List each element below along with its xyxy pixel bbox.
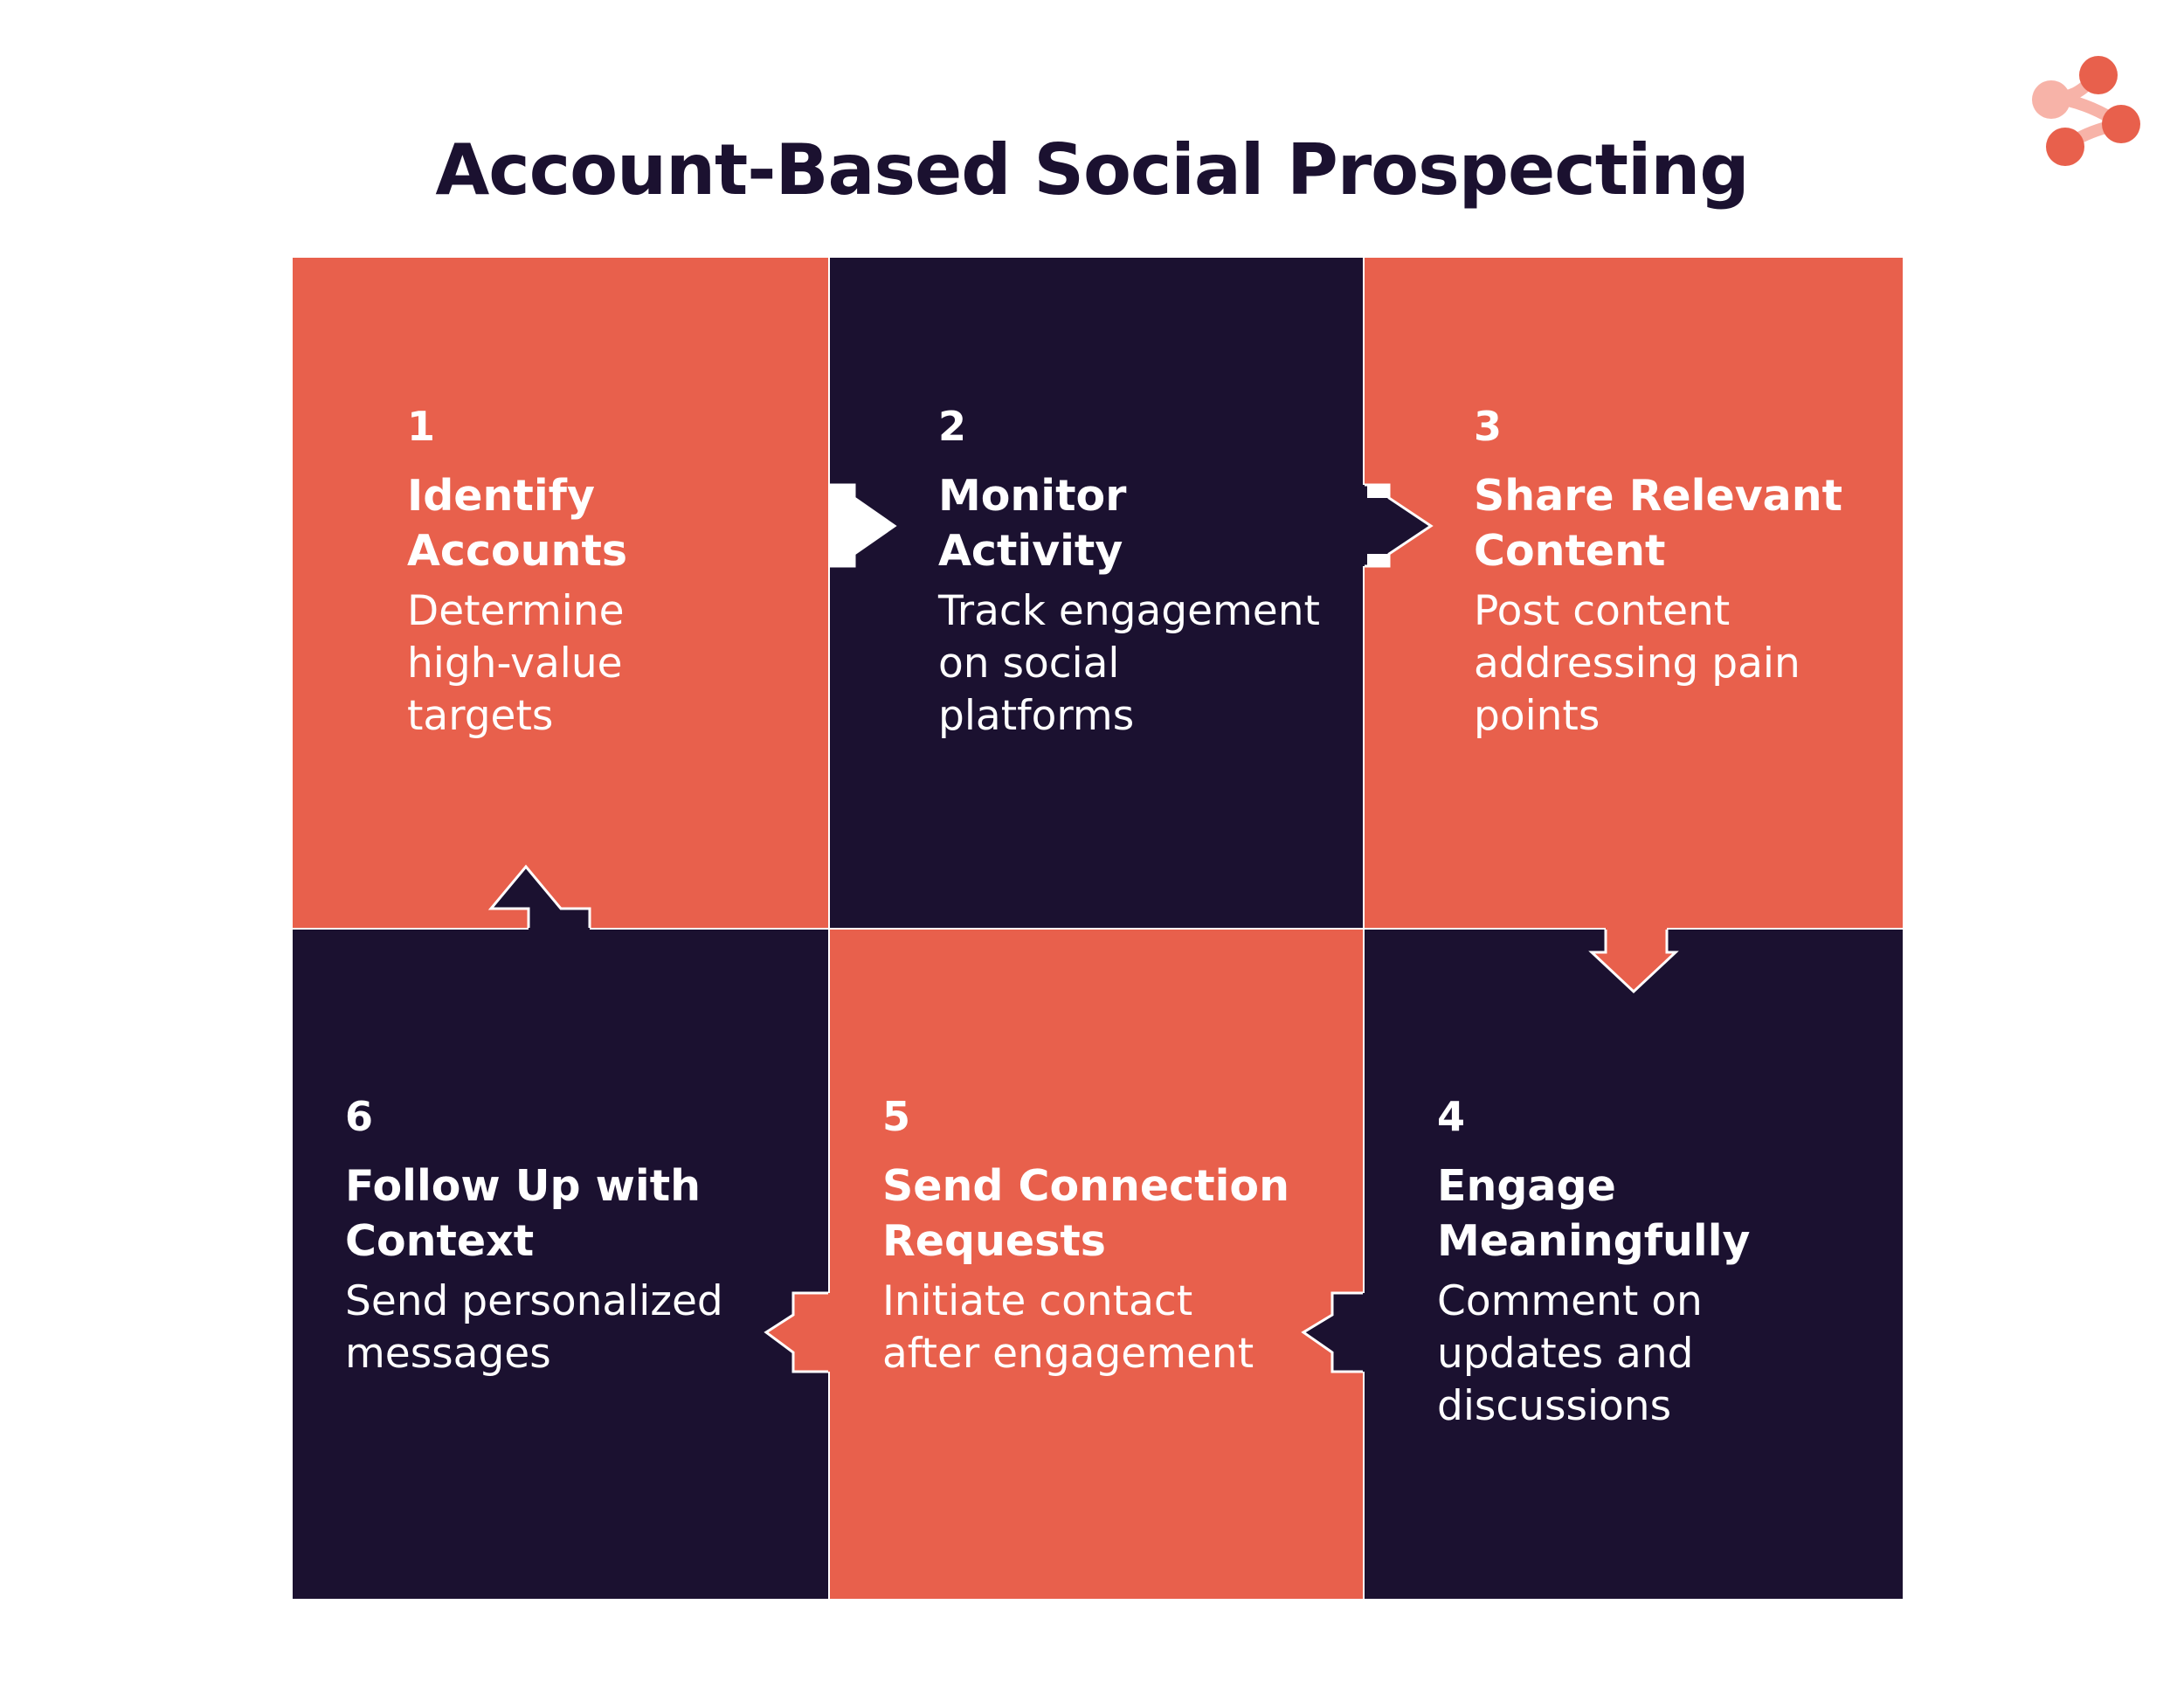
step-description: Send personalized messages — [345, 1277, 723, 1378]
step-description: Post content addressing pain points — [1474, 587, 1800, 740]
arrow-4-to-5-outline — [1301, 1291, 1363, 1373]
step-5: 5 Send Connection Requests Initiate cont… — [882, 1090, 1302, 1380]
step-title: Identify Accounts — [407, 471, 628, 576]
step-title: Engage Meaningfully — [1437, 1161, 1751, 1266]
step-3-tile — [1365, 258, 1903, 992]
step-number: 4 — [1437, 1093, 1466, 1140]
arrow-6-to-1-outline — [487, 864, 591, 928]
arrow-5-to-6-outline — [764, 1291, 828, 1373]
arrow-3-to-4-outline — [1588, 930, 1679, 994]
diagram-title: Account-Based Social Prospecting — [435, 129, 1749, 211]
step-4: 4 Engage Meaningfully Comment on updates… — [1437, 1090, 1804, 1433]
step-title: Share Relevant Content — [1474, 471, 1843, 576]
step-title: Send Connection Requests — [882, 1161, 1289, 1266]
connected-nodes-logo-icon — [2032, 56, 2140, 166]
step-description: Determine high-value targets — [407, 587, 625, 740]
step-number: 2 — [938, 403, 967, 450]
step-6: 6 Follow Up with Context Send personaliz… — [345, 1090, 764, 1380]
step-1-tile — [293, 258, 828, 928]
step-number: 3 — [1474, 403, 1503, 450]
step-4-tile — [1303, 930, 1903, 1599]
step-number: 5 — [882, 1093, 911, 1140]
step-3: 3 Share Relevant Content Post content ad… — [1474, 400, 1876, 743]
step-description: Initiate contact after engagement — [882, 1277, 1254, 1378]
step-2-tile — [830, 258, 1431, 928]
step-5-tile — [766, 930, 1363, 1599]
step-1: 1 Identify Accounts Determine high-value… — [407, 400, 791, 743]
step-2: 2 Monitor Activity Track engagement on s… — [938, 400, 1323, 743]
step-number: 1 — [407, 403, 436, 450]
step-description: Comment on updates and discussions — [1437, 1277, 1703, 1430]
step-title: Follow Up with Context — [345, 1161, 702, 1266]
arrow-1-to-2-outline — [830, 483, 897, 568]
step-title: Monitor Activity — [938, 471, 1127, 576]
arrow-2-to-3-outline — [1365, 483, 1434, 568]
step-number: 6 — [345, 1093, 374, 1140]
step-6-tile — [293, 867, 828, 1599]
step-description: Track engagement on social platforms — [938, 587, 1320, 740]
